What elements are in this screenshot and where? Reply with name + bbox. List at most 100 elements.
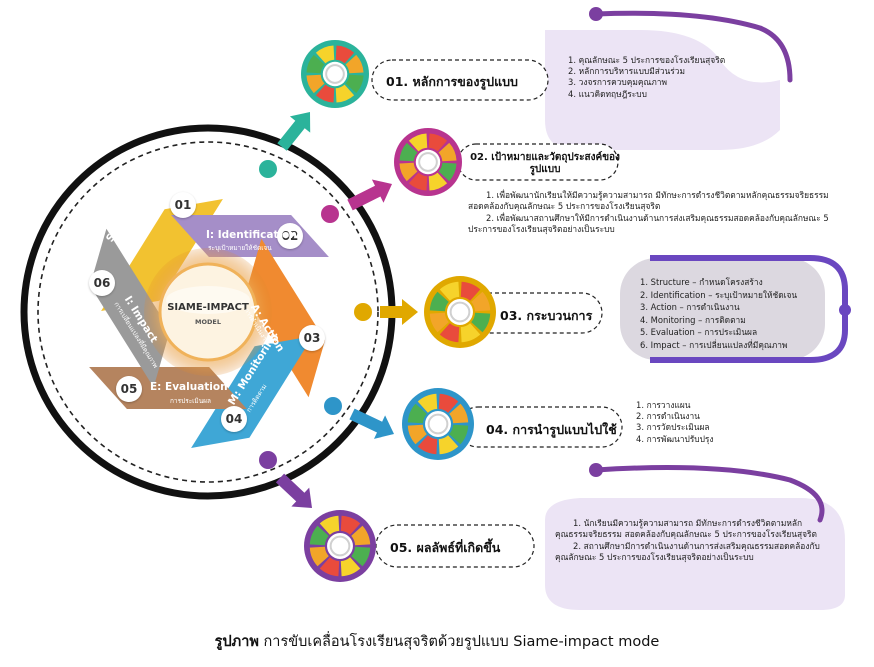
- connector-dot-blue: [324, 397, 342, 415]
- wheel-segment: [439, 281, 460, 301]
- stage-01-item: 4. แนวคิดทฤษฎีระบบ: [568, 88, 647, 99]
- segment-06-number: 06: [89, 270, 115, 296]
- stage-02-text: 1. เพื่อพัฒนานักเรียนให้มีความรู้ความสาม…: [468, 190, 846, 235]
- segment-03-number: 03: [299, 325, 325, 351]
- arrow-to-stage-04: [349, 408, 394, 439]
- wheel-segment: [407, 424, 427, 445]
- wheel-segment: [335, 84, 355, 103]
- wheel-hub-ring: [325, 64, 345, 84]
- stage-02-title: 02. เป้าหมายและวัตถุประสงค์ของรูปแบบ: [470, 152, 620, 175]
- arrow-to-stage-01: [277, 112, 311, 151]
- wheel-segment: [340, 557, 361, 577]
- wheel-segment: [428, 172, 448, 191]
- wheel-segment: [319, 557, 340, 577]
- wheel-segment: [315, 84, 335, 103]
- stage-04-list: 1. การวางแผน 2. การดำเนินงาน 3. การวัดปร…: [636, 400, 713, 445]
- stage-01-panel: [545, 30, 780, 150]
- wheel-segment: [460, 281, 481, 301]
- wheel-segment: [306, 74, 325, 94]
- wheel-segment: [429, 312, 449, 333]
- stage-02-wheel-icon: [394, 128, 462, 196]
- segment-impact: [90, 228, 170, 388]
- wheel-segment: [319, 515, 340, 535]
- segment-identification-label: I: Identification: [206, 229, 297, 241]
- stage-03-panel: [620, 258, 825, 360]
- wheel-segment: [428, 133, 448, 152]
- connector-dot-teal: [259, 160, 277, 178]
- stage-01-item: 3. วงจรการควบคุมคุณภาพ: [568, 77, 667, 88]
- wheel-segment: [309, 546, 329, 567]
- wheel-segment: [438, 162, 457, 182]
- stage-02-item: 1. เพื่อพัฒนานักเรียนให้มีความรู้ความสาม…: [468, 190, 829, 212]
- wheel-segment: [351, 525, 371, 546]
- stage-03-wheel-icon: [424, 276, 496, 348]
- wheel-segment: [417, 393, 438, 413]
- stage-01-swoosh-dot: [589, 7, 603, 21]
- stage-03-title: 03. กระบวนการ: [500, 308, 593, 323]
- stage-04-item: 1. การวางแผน: [636, 400, 691, 410]
- stage-05-panel: [545, 498, 845, 610]
- stage-03-item: 1. Structure – กำหนดโครงสร้าง: [640, 277, 763, 287]
- wheel-segment: [309, 525, 329, 546]
- stage-03-list: 1. Structure – กำหนดโครงสร้าง 2. Identif…: [640, 276, 797, 352]
- wheel-hub-ring: [418, 152, 438, 172]
- wheel-hub-ring: [449, 301, 471, 323]
- stage-04-title: 04. การนำรูปแบบไปใช้: [486, 422, 617, 437]
- stage-01-item: 1. คุณลักษณะ 5 ประการของโรงเรียนสุจริต: [568, 55, 726, 65]
- stage-03-item: 4. Monitoring – การติดตาม: [640, 314, 746, 325]
- wheel-segment: [315, 45, 335, 64]
- wheel-segment: [417, 435, 438, 455]
- stage-05-item: 2. สถานศึกษามีการดำเนินงานด้านการส่งเสริ…: [555, 540, 820, 562]
- stage-01-swoosh: [593, 10, 793, 83]
- segment-02-number: 02: [277, 223, 303, 249]
- stage-01-wheel-icon: [301, 40, 369, 108]
- stage-01-pill: [371, 59, 549, 101]
- wheel-segment: [335, 45, 355, 64]
- stage-05-wheel-icon: [304, 510, 376, 582]
- wheel-segment: [449, 403, 469, 424]
- hub-subtitle: MODEL: [195, 318, 221, 326]
- wheel-segment: [407, 403, 427, 424]
- stage-05-swoosh: [593, 465, 825, 523]
- wheel-segment: [439, 323, 460, 343]
- stage-03-dot: [839, 304, 851, 316]
- wheel-segment: [408, 133, 428, 152]
- connector-dot-gold: [354, 303, 372, 321]
- wheel-segment: [438, 142, 457, 162]
- arrow-to-stage-03: [380, 299, 418, 325]
- wheel-segment: [438, 393, 459, 413]
- inner-dashed-ring: [37, 141, 379, 483]
- caption-label: รูปภาพ: [214, 634, 259, 650]
- stage-03-item: 5. Evaluation – การประเมินผล: [640, 327, 758, 338]
- stage-05-text: 1. นักเรียนมีความรู้ความสามารถ มีทักษะกา…: [555, 518, 820, 563]
- wheel-segment: [471, 312, 491, 333]
- stage-01-list: 1. คุณลักษณะ 5 ประการของโรงเรียนสุจริต 2…: [568, 55, 725, 100]
- wheel-hub-ring: [427, 413, 449, 435]
- wheel-segment: [471, 291, 491, 312]
- caption-text: การขับเคลื่อนโรงเรียนสุจริตด้วยรูปแบบ Si…: [258, 634, 660, 650]
- wheel-segment: [306, 54, 325, 74]
- wheel-segment: [438, 435, 459, 455]
- stage-02-item: 2. เพื่อพัฒนาสถานศึกษาให้มีการดำเนินงานด…: [468, 212, 829, 234]
- stage-04-item: 3. การวัดประเมินผล: [636, 422, 710, 433]
- stage-04-wheel-icon: [402, 388, 474, 460]
- wheel-segment: [449, 424, 469, 445]
- segment-evaluation-sub: การประเมินผล: [170, 397, 211, 405]
- stage-05-swoosh-dot: [589, 463, 603, 477]
- connector-dot-magenta: [321, 205, 339, 223]
- segment-04-number: 04: [221, 406, 247, 432]
- stage-04-item: 4. การพัฒนาปรับปรุง: [636, 433, 714, 444]
- wheel-segment: [408, 172, 428, 191]
- stage-04-pill: [457, 406, 623, 448]
- stage-05-item: 1. นักเรียนมีความรู้ความสามารถ มีทักษะกา…: [555, 518, 817, 540]
- wheel-segment: [351, 546, 371, 567]
- wheel-hub-ring: [329, 535, 351, 557]
- wheel-segment: [340, 515, 361, 535]
- wheel-segment: [399, 162, 418, 182]
- wheel-segment: [345, 54, 364, 74]
- stage-05-title: 05. ผลลัพธ์ที่เกิดขึ้น: [390, 540, 501, 555]
- stage-03-item: 3. Action – การดำเนินงาน: [640, 302, 740, 313]
- stage-03-item: 6. Impact – การเปลี่ยนแปลงที่มีคุณภาพ: [640, 339, 788, 350]
- wheel-segment: [460, 323, 481, 343]
